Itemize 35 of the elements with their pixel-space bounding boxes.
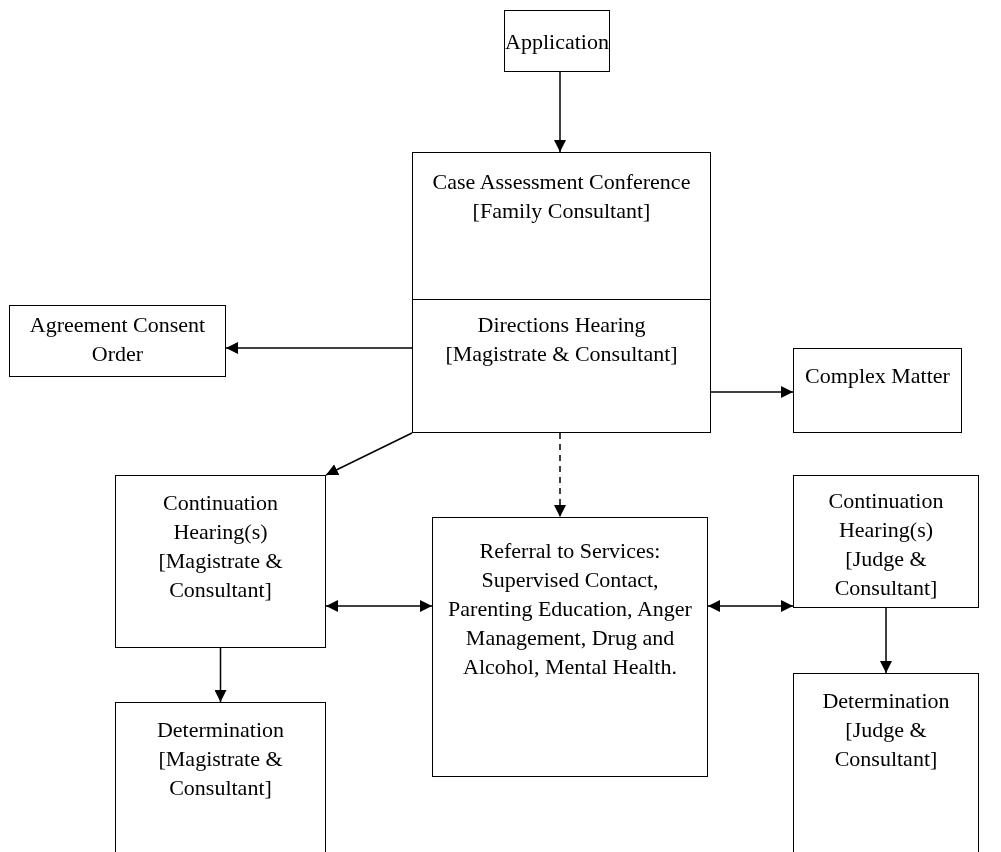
box-text: Case Assessment Conference — [432, 168, 691, 196]
box-text: Complex Matter — [805, 362, 950, 390]
box-text: [Magistrate & Consultant] — [157, 745, 284, 802]
box-text: [Magistrate & Consultant] — [157, 547, 284, 604]
process-box — [412, 299, 711, 433]
arrow — [225, 342, 413, 354]
box-text: Determination — [156, 716, 285, 744]
arrow — [214, 647, 227, 703]
arrow — [554, 71, 566, 153]
process-box — [9, 305, 226, 377]
box-text: [Judge & Consultant] — [833, 716, 939, 773]
box-text: [Family Consultant] — [472, 197, 651, 225]
arrow — [554, 432, 566, 518]
arrow — [880, 607, 892, 674]
process-box — [504, 10, 610, 72]
box-text: Determination — [822, 687, 950, 715]
arrow — [325, 600, 433, 612]
process-box — [793, 673, 979, 852]
box-text: Directions Hearing — [477, 311, 646, 339]
box-text: Continuation Hearing(s) — [827, 487, 945, 544]
box-text: [Judge & Consultant] — [833, 545, 939, 602]
process-box — [793, 348, 962, 433]
process-box — [115, 475, 326, 648]
box-text: Referral to Services: Supervised Contact, Parenting Education, Anger Management, Drug and Alcohol, Mental Health. — [447, 537, 693, 681]
arrow — [325, 432, 413, 476]
process-box — [793, 475, 979, 608]
arrow — [710, 386, 794, 398]
box-text: [Magistrate & Consultant] — [445, 340, 678, 368]
process-box — [432, 517, 708, 777]
box-text: Continuation Hearing(s) — [162, 489, 279, 546]
box-text: Application — [505, 28, 609, 56]
process-box — [115, 702, 326, 852]
box-text: Agreement Consent Order — [28, 311, 207, 368]
process-box — [412, 152, 711, 300]
arrow — [707, 600, 794, 612]
